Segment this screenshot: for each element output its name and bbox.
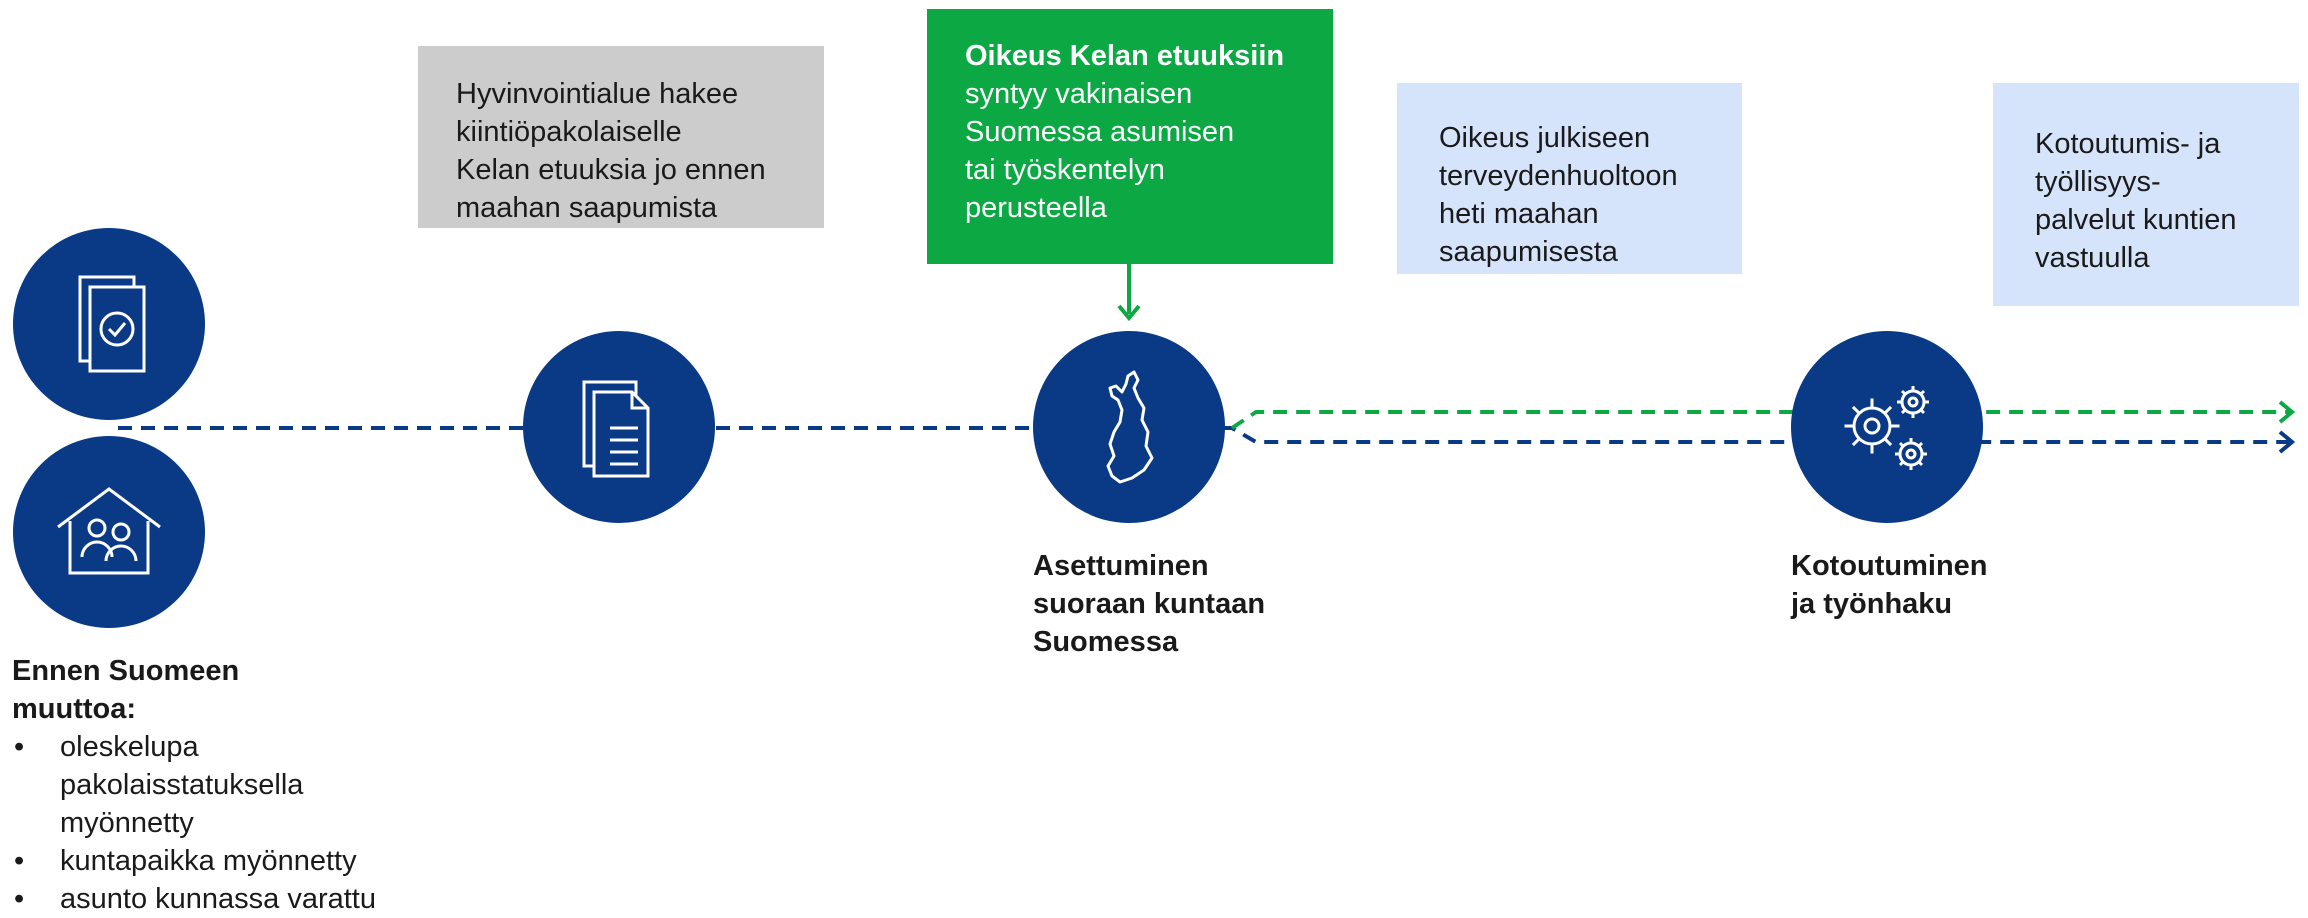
label-line: Ennen Suomeen (12, 655, 240, 687)
timeline-green-line (1230, 410, 2290, 430)
box-line: Oikeus julkiseen (1439, 122, 1651, 154)
before-move-title: Ennen Suomeen muuttoa: (12, 652, 239, 728)
municipal-services-box: Kotoutumis- ja työllisyys- palvelut kunt… (1993, 83, 2299, 306)
kela-benefits-right-box: Oikeus Kelan etuuksiin syntyy vakinaisen… (927, 9, 1333, 264)
label-line: suoraan kuntaan (1033, 588, 1266, 620)
label-line: ja työnhaku (1791, 588, 1953, 620)
settling-label: Asettuminen suoraan kuntaan Suomessa (1033, 547, 1265, 661)
house-people-icon (57, 487, 161, 575)
box-line: maahan saapumista (456, 192, 718, 224)
box-line: terveydenhuoltoon (1439, 160, 1678, 192)
box-line: palvelut kuntien (2035, 204, 2237, 236)
box-line: tai työskentelyn (965, 154, 1165, 186)
box-line: Hyvinvointialue hakee (456, 78, 739, 110)
document-check-icon (78, 275, 146, 373)
box-line: työllisyys- (2035, 166, 2161, 198)
box-line: Suomessa asumisen (965, 116, 1235, 148)
finland-map-icon (1106, 370, 1154, 484)
kela-benefits-before-arrival-box: Hyvinvointialue hakee kiintiöpakolaisell… (418, 46, 824, 228)
navy-arrowhead (2278, 430, 2296, 454)
box-heading: Oikeus Kelan etuuksiin (965, 40, 1285, 72)
before-move-list: oleskelupa pakolaisstatuksella myönnetty… (12, 728, 392, 918)
residence-permit-circle (13, 228, 205, 420)
documents-circle (523, 331, 715, 523)
integration-label: Kotoutuminen ja työnhaku (1791, 547, 1988, 623)
green-arrowhead (2278, 400, 2296, 424)
box-line: heti maahan (1439, 198, 1599, 230)
box-line: saapumisesta (1439, 236, 1618, 268)
list-item: kuntapaikka myönnetty (12, 842, 392, 880)
gears-icon (1844, 386, 1929, 470)
finland-circle (1033, 331, 1225, 523)
green-connector-arrowhead (1117, 304, 1141, 322)
public-healthcare-box: Oikeus julkiseen terveydenhuoltoon heti … (1397, 83, 1742, 274)
label-line: muuttoa: (12, 693, 137, 725)
list-item: oleskelupa pakolaisstatuksella myönnetty (12, 728, 350, 842)
box-line: vastuulla (2035, 242, 2150, 274)
list-item: asunto kunnassa varattu (12, 880, 392, 918)
box-line: syntyy vakinaisen (965, 78, 1193, 110)
box-line: kiintiöpakolaiselle (456, 116, 682, 148)
label-line: Asettuminen (1033, 550, 1209, 582)
box-line: Kelan etuuksia jo ennen (456, 154, 766, 186)
label-line: Kotoutuminen (1791, 550, 1988, 582)
documents-icon (582, 380, 650, 478)
box-line: perusteella (965, 192, 1107, 224)
box-line: Kotoutumis- ja (2035, 128, 2221, 160)
home-circle (13, 436, 205, 628)
integration-circle (1791, 331, 1983, 523)
label-line: Suomessa (1033, 626, 1179, 658)
